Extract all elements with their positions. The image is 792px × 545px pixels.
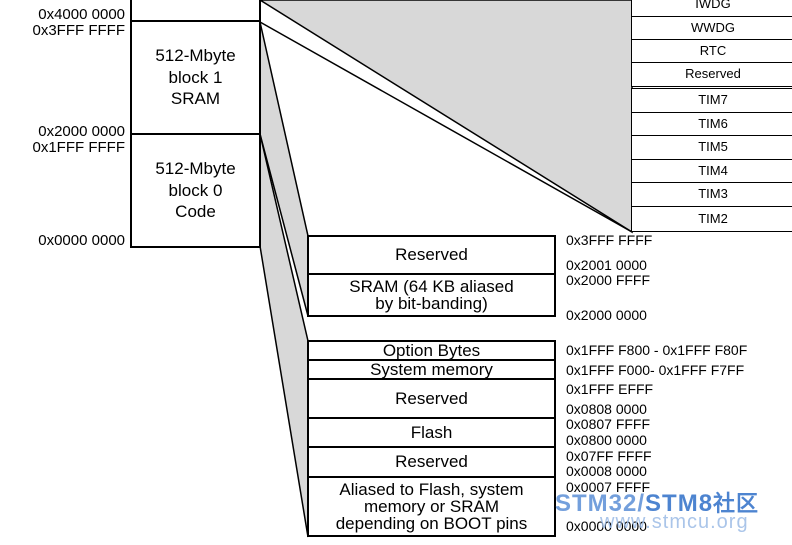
periph-wwdg: WWDG [631, 16, 792, 41]
code-address-5: 0x0800 0000 [566, 432, 647, 448]
block-0-code: 512-Mbyte block 0 Code [130, 133, 261, 248]
code-address-7: 0x0008 0000 [566, 463, 647, 479]
sram-address-3: 0x2000 0000 [566, 307, 647, 323]
code-address-8: 0x0007 FFFF [566, 479, 651, 495]
code-address-4: 0x0807 FFFF [566, 416, 651, 432]
code-region-option-bytes: Option Bytes [307, 340, 556, 361]
periph-iwdg: IWDG [631, 0, 792, 17]
left-address-1: 0x3FFF FFFF [32, 22, 126, 39]
sram-address-1: 0x2001 0000 [566, 257, 647, 273]
sram-address-0: 0x3FFF FFFF [566, 232, 653, 248]
code-address-6: 0x07FF FFFF [566, 448, 652, 464]
code-address-3: 0x0808 0000 [566, 401, 647, 417]
periph-tim5: TIM5 [631, 135, 792, 160]
code-address-2: 0x1FFF EFFF [566, 381, 654, 397]
watermark-slash: / [637, 490, 646, 517]
periph-tim6: TIM6 [631, 112, 792, 137]
code-region-flash: Flash [307, 417, 556, 448]
code-address-1: 0x1FFF F000- 0x1FFF F7FF [566, 362, 745, 378]
block-top-partial [130, 0, 261, 22]
watermark-suffix: 社区 [713, 492, 760, 517]
periph-tim4: TIM4 [631, 159, 792, 184]
sram-address-2: 0x2000 FFFF [566, 272, 651, 288]
code-address-9: 0x0000 0000 [566, 518, 647, 534]
periph-reserved: Reserved [631, 62, 792, 87]
left-address-4: 0x0000 0000 [38, 232, 125, 249]
watermark-brand-b: STM8 [645, 490, 714, 517]
left-address-3: 0x1FFF FFFF [32, 139, 126, 156]
left-address-0: 0x4000 0000 [38, 6, 125, 23]
code-address-0: 0x1FFF F800 - 0x1FFF F80F [566, 342, 748, 358]
periph-tim3: TIM3 [631, 182, 792, 207]
periph-tim2: TIM2 [631, 206, 792, 232]
watermark-brand: STM32/STM8社区 [555, 486, 759, 518]
code-region-aliased: Aliased to Flash, system memory or SRAM … [307, 476, 556, 537]
code-region-reserved-2: Reserved [307, 446, 556, 478]
code-region-reserved-1: Reserved [307, 378, 556, 419]
code-region-system-memory: System memory [307, 359, 556, 380]
sram-region-reserved: Reserved [307, 235, 556, 275]
watermark-url: www.stmcu.org [600, 511, 749, 533]
peripheral-connector [258, 0, 633, 234]
watermark-brand-a: STM32 [555, 490, 638, 517]
block-1-sram: 512-Mbyte block 1 SRAM [130, 20, 261, 135]
sram-connector-line [259, 21, 633, 233]
sram-region-sram: SRAM (64 KB aliased by bit-banding) [307, 273, 556, 317]
periph-tim7: TIM7 [631, 88, 792, 113]
periph-rtc: RTC [631, 39, 792, 64]
left-address-2: 0x2000 0000 [38, 123, 125, 140]
